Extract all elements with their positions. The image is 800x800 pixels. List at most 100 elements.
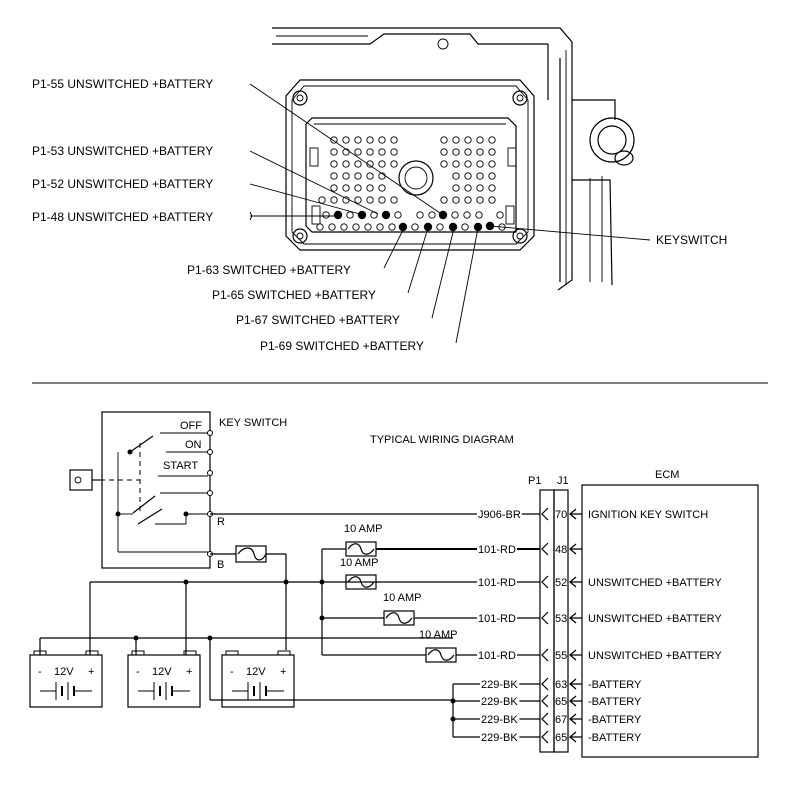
wire-label: 229-BK <box>481 696 518 708</box>
connector-pin <box>342 136 350 144</box>
connector-pin <box>463 211 471 219</box>
connector-pin <box>440 148 448 156</box>
fuse-53-rating: 10 AMP <box>383 592 422 604</box>
connector-pin <box>340 223 348 231</box>
connector-pin <box>476 196 484 204</box>
connector-pin <box>464 160 472 168</box>
p1-header: P1 <box>528 475 541 487</box>
connector-pin <box>366 136 374 144</box>
fuse-48-rating: 10 AMP <box>344 523 383 535</box>
j1-pin-arrow <box>569 612 582 624</box>
connector-pin <box>452 184 460 192</box>
highlighted-pins <box>333 210 495 232</box>
p1-pin-chevron <box>541 694 549 708</box>
callout-keyswitch: KEYSWITCH <box>656 233 727 247</box>
position-on: ON <box>185 439 202 451</box>
connector-pin <box>476 148 484 156</box>
connector-pin <box>378 196 386 204</box>
connector-pin <box>378 184 386 192</box>
key-switch-title: KEY SWITCH <box>219 417 287 429</box>
connector-pin <box>390 160 398 168</box>
connector-pin-grid <box>316 136 506 231</box>
connector-pin <box>476 184 484 192</box>
connector-pin <box>346 211 354 219</box>
callout-p1-65: P1-65 SWITCHED +BATTERY <box>212 288 376 302</box>
connector-pin <box>354 160 362 168</box>
battery-bank: -+12V-+12V-+12V <box>29 650 295 708</box>
connector-pin <box>366 196 374 204</box>
battery-voltage: 12V <box>152 666 172 678</box>
connector-pin <box>390 196 398 204</box>
connector-pin <box>390 148 398 156</box>
battery-voltage: 12V <box>54 666 74 678</box>
connector-pin <box>342 160 350 168</box>
key-icon <box>69 469 100 491</box>
connector-pin <box>318 196 326 204</box>
pin-function: UNSWITCHED +BATTERY <box>588 577 722 589</box>
connector-pin <box>488 172 496 180</box>
p1-pin-chevron <box>541 648 549 662</box>
connector-pin <box>330 184 338 192</box>
connector-pin <box>376 223 384 231</box>
j1-pin-arrow <box>569 508 582 520</box>
connector-pin <box>354 196 362 204</box>
ecm-housing-illustration <box>272 27 635 291</box>
wiring-title: TYPICAL WIRING DIAGRAM <box>370 434 514 446</box>
connector-pin <box>366 160 374 168</box>
j1-pin-arrow <box>569 576 582 588</box>
battery-voltage: 12V <box>246 666 266 678</box>
connector-pin <box>390 136 398 144</box>
pin-function: UNSWITCHED +BATTERY <box>588 650 722 662</box>
p1-pin-chevron <box>541 730 549 744</box>
connector-pin <box>451 211 459 219</box>
battery-negative: - <box>38 666 42 678</box>
connector-pin <box>440 136 448 144</box>
pin-function: UNSWITCHED +BATTERY <box>588 613 722 625</box>
connector-pin <box>352 223 360 231</box>
connector-pin <box>378 160 386 168</box>
connector-pin <box>452 136 460 144</box>
wire-label: 101-RD <box>478 650 516 662</box>
ecm-title: ECM <box>655 469 679 481</box>
connector-pin <box>416 211 424 219</box>
battery-negative: - <box>136 666 140 678</box>
j1-pin-arrow <box>569 678 582 690</box>
pin-function: -BATTERY <box>588 732 642 744</box>
pin-number: 52 <box>555 577 567 589</box>
connector-pin <box>330 148 338 156</box>
battery-positive: + <box>186 666 192 678</box>
connector-pin <box>461 223 469 231</box>
connector-pin <box>394 211 402 219</box>
battery-positive: + <box>280 666 286 678</box>
pin-number: 67 <box>555 714 567 726</box>
connector-pin <box>452 148 460 156</box>
pin-number: 65 <box>555 696 567 708</box>
ecm-row: J906-BR 70 IGNITION KEY SWITCH <box>477 507 708 521</box>
pin-number: 65 <box>555 732 567 744</box>
connector-pin <box>488 148 496 156</box>
wire-label: 101-RD <box>478 613 516 625</box>
pin-number: 70 <box>555 509 567 521</box>
connector-pin <box>322 211 330 219</box>
connector-pin <box>364 223 372 231</box>
connector-pin <box>452 196 460 204</box>
connector-pin <box>464 148 472 156</box>
connector-pin <box>476 136 484 144</box>
callout-p1-67: P1-67 SWITCHED +BATTERY <box>236 313 400 327</box>
wire-label: J906-BR <box>478 509 521 521</box>
connector-pin <box>496 211 504 219</box>
wire-label: 229-BK <box>481 714 518 726</box>
pin-function: IGNITION KEY SWITCH <box>588 509 708 521</box>
callout-p1-55: P1-55 UNSWITCHED +BATTERY <box>32 77 213 91</box>
connector-pin <box>342 184 350 192</box>
callout-leaders <box>249 83 651 344</box>
j1-pin-arrow <box>569 543 582 555</box>
connector-pin <box>378 136 386 144</box>
connector-pin <box>366 148 374 156</box>
